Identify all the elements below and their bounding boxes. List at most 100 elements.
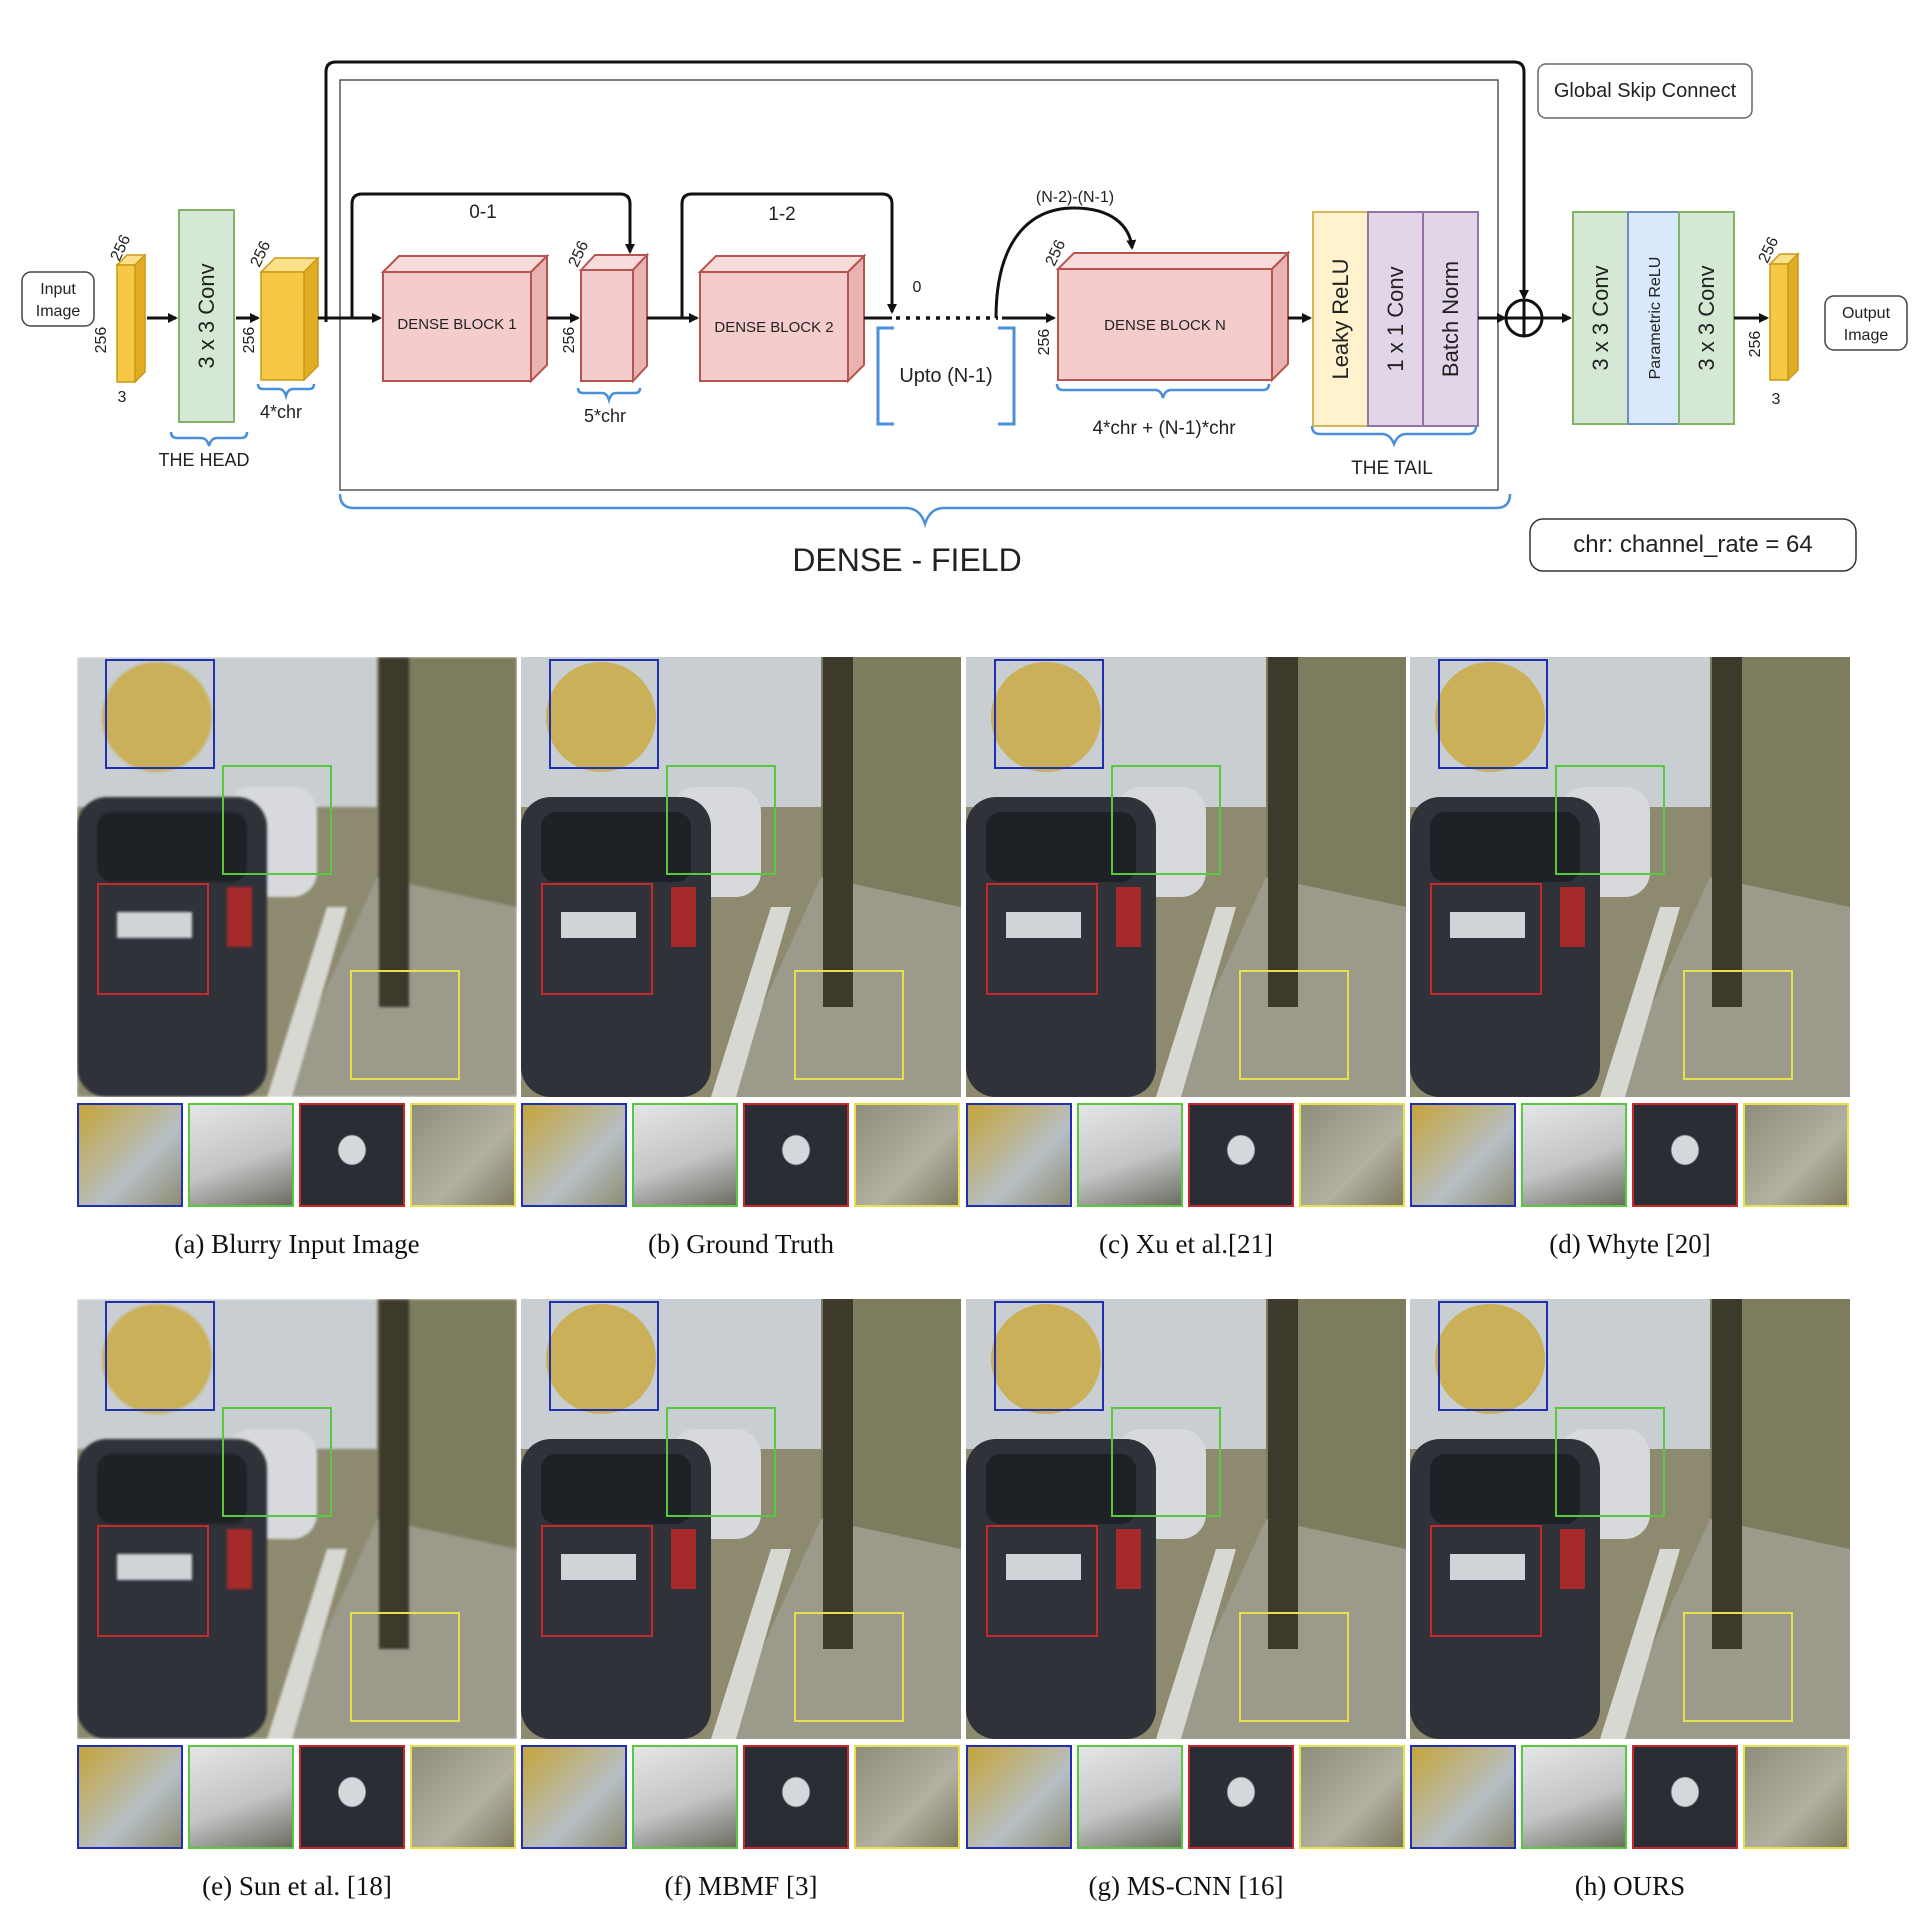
head-conv bbox=[178, 209, 235, 423]
zoom-region-box bbox=[1111, 1407, 1221, 1517]
street-scene-image bbox=[521, 657, 961, 1097]
dense-block-2-label: DENSE BLOCK 2 bbox=[714, 319, 833, 336]
zoom-region-box bbox=[105, 1301, 215, 1411]
comparison-panel: (h) OURS bbox=[1410, 1299, 1850, 1909]
zoom-region-box bbox=[541, 883, 653, 995]
skip-arrow-n2-n1 bbox=[994, 206, 1137, 319]
zoom-thumbnail bbox=[1188, 1103, 1294, 1207]
global-skip-arrow bbox=[324, 60, 1529, 322]
post-conv-1 bbox=[1572, 211, 1629, 425]
zoom-thumbnail bbox=[299, 1103, 405, 1207]
zoom-region-box bbox=[994, 1301, 1104, 1411]
comparison-panel: (e) Sun et al. [18] bbox=[77, 1299, 517, 1909]
zoom-thumbnail bbox=[632, 1745, 738, 1849]
zoom-thumbnail bbox=[632, 1103, 738, 1207]
skip-label-n2-n1: (N-2)-(N-1) bbox=[1036, 189, 1114, 206]
panel-caption: (b) Ground Truth bbox=[647, 1229, 835, 1259]
street-scene-image bbox=[77, 657, 517, 1097]
zoom-region-box bbox=[794, 1612, 904, 1722]
dense-field-frame bbox=[339, 79, 1499, 491]
output-image-label-line2: Image bbox=[1844, 327, 1889, 344]
zoom-region-box bbox=[994, 659, 1104, 769]
zoom-region-box bbox=[794, 970, 904, 1080]
dense-block-n-label: DENSE BLOCK N bbox=[1104, 317, 1226, 334]
input-image-label-line1: Input bbox=[40, 281, 76, 298]
zoom-region-box bbox=[1430, 883, 1542, 995]
tail-leaky-relu bbox=[1312, 211, 1369, 427]
head-label: THE HEAD bbox=[158, 450, 249, 470]
zoom-region-box bbox=[222, 1407, 332, 1517]
tail-1x1-conv-label: 1 x 1 Conv bbox=[1383, 266, 1408, 371]
feature-dim-height: 256 bbox=[241, 327, 258, 354]
zoom-region-box bbox=[986, 883, 1098, 995]
zoom-region-box bbox=[1239, 970, 1349, 1080]
panel-caption: (c) Xu et al.[21] bbox=[1099, 1229, 1273, 1259]
upto-label: Upto (N-1) bbox=[899, 365, 992, 387]
head-output-channels: 4*chr bbox=[260, 402, 302, 422]
blockN-output-brace bbox=[1055, 383, 1271, 399]
zoom-thumbnail bbox=[410, 1745, 516, 1849]
zoom-thumbnail bbox=[1632, 1103, 1738, 1207]
zoom-thumbnail bbox=[1077, 1745, 1183, 1849]
street-scene-image bbox=[77, 1299, 517, 1739]
head-conv-label: 3 x 3 Conv bbox=[194, 263, 219, 368]
zoom-thumbnail bbox=[1743, 1103, 1849, 1207]
zoom-region-box bbox=[1111, 765, 1221, 875]
zoom-thumbnail bbox=[1521, 1103, 1627, 1207]
panel-caption: (f) MBMF [3] bbox=[664, 1871, 818, 1901]
input-dim-height: 256 bbox=[93, 327, 110, 354]
channel-rate-note: chr: channel_rate = 64 bbox=[1573, 531, 1813, 558]
zoom-thumbnail bbox=[1410, 1103, 1516, 1207]
zoom-thumbnail bbox=[966, 1745, 1072, 1849]
zoom-thumbnail bbox=[1077, 1103, 1183, 1207]
zoom-region-box bbox=[1438, 659, 1548, 769]
comparison-panel: (d) Whyte [20] bbox=[1410, 657, 1850, 1267]
zoom-region-box bbox=[97, 883, 209, 995]
block1-dim-height: 256 bbox=[561, 327, 578, 354]
zoom-thumbnail bbox=[188, 1745, 294, 1849]
zoom-thumbnail bbox=[854, 1745, 960, 1849]
zoom-thumbnail bbox=[1299, 1103, 1405, 1207]
panel-caption: (d) Whyte [20] bbox=[1549, 1229, 1711, 1259]
dense-block-n bbox=[1055, 250, 1291, 383]
post-conv-1-label: 3 x 3 Conv bbox=[1588, 265, 1613, 370]
street-scene-image bbox=[966, 657, 1406, 1097]
sum-node bbox=[1504, 298, 1544, 338]
zoom-region-box bbox=[1683, 1612, 1793, 1722]
zoom-thumbnail bbox=[1299, 1745, 1405, 1849]
tail-label: THE TAIL bbox=[1351, 458, 1433, 479]
zoom-thumbnail bbox=[1410, 1745, 1516, 1849]
zoom-region-box bbox=[549, 659, 659, 769]
head-output-brace bbox=[256, 383, 316, 401]
output-image-label-line1: Output bbox=[1842, 305, 1891, 322]
head-brace bbox=[169, 431, 249, 447]
comparison-panel: (b) Ground Truth bbox=[521, 657, 961, 1267]
upto-bracket-right bbox=[998, 326, 1016, 426]
output-image-node bbox=[1824, 295, 1908, 351]
comparison-panel: (g) MS-CNN [16] bbox=[966, 1299, 1406, 1909]
zoom-region-box bbox=[350, 1612, 460, 1722]
street-scene-image bbox=[521, 1299, 961, 1739]
post-conv-2-label: 3 x 3 Conv bbox=[1694, 265, 1719, 370]
skip-label-1-2: 1-2 bbox=[768, 204, 795, 225]
panel-caption: (a) Blurry Input Image bbox=[174, 1229, 420, 1259]
zoom-region-box bbox=[549, 1301, 659, 1411]
zoom-region-box bbox=[105, 659, 215, 769]
zoom-region-box bbox=[1239, 1612, 1349, 1722]
zoom-region-box bbox=[666, 765, 776, 875]
block1-output-channels: 5*chr bbox=[584, 406, 626, 426]
blockN-output-channels: 4*chr + (N-1)*chr bbox=[1092, 418, 1236, 439]
street-scene-image bbox=[1410, 657, 1850, 1097]
zoom-region-box bbox=[541, 1525, 653, 1637]
panel-caption: (g) MS-CNN [16] bbox=[1088, 1871, 1284, 1901]
blockN-dim-height: 256 bbox=[1036, 329, 1053, 356]
input-image-label-line2: Image bbox=[36, 303, 81, 320]
zoom-thumbnail bbox=[77, 1745, 183, 1849]
dense-block-2 bbox=[697, 253, 867, 384]
street-scene-image bbox=[966, 1299, 1406, 1739]
tail-1x1-conv bbox=[1367, 211, 1424, 427]
zoom-region-box bbox=[222, 765, 332, 875]
zoom-region-box bbox=[350, 970, 460, 1080]
zoom-thumbnail bbox=[1521, 1745, 1627, 1849]
input-tensor bbox=[115, 253, 147, 384]
